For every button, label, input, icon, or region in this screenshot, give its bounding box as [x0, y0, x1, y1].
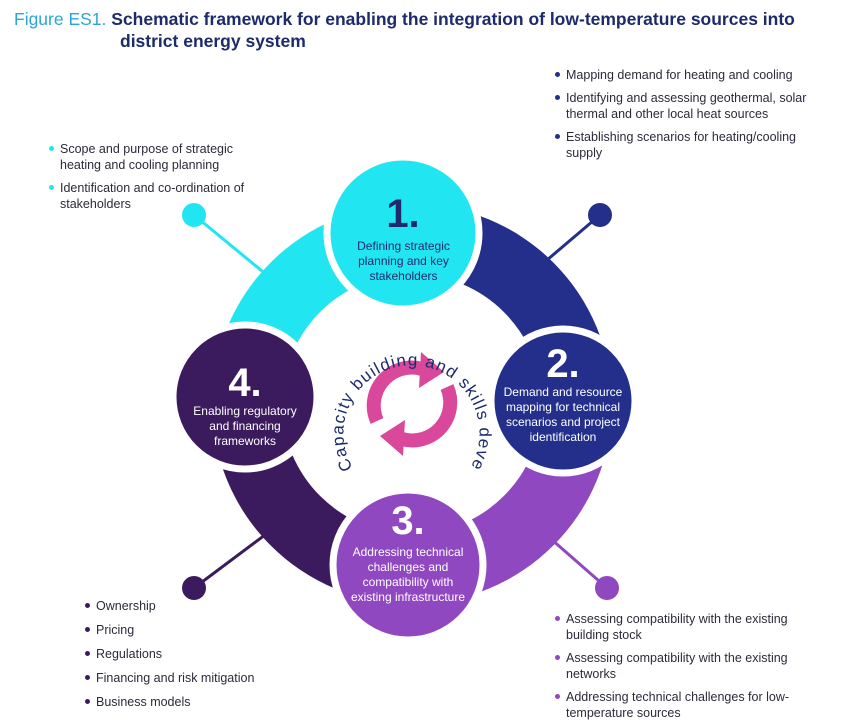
step-circle-2	[487, 325, 639, 477]
step-circle-4	[169, 321, 321, 473]
step-number-2: 2.	[546, 342, 580, 386]
step-circle-1	[323, 153, 483, 313]
step-text-4: Enabling regulatory and financing framew…	[193, 404, 297, 448]
list-item: Assessing compatibility with the existin…	[554, 611, 794, 643]
figure-title-line2: district energy system	[120, 31, 306, 51]
list-item: Establishing scenarios for heating/cooli…	[554, 129, 809, 161]
list-item: Mapping demand for heating and cooling	[554, 67, 809, 83]
list-item: Scope and purpose of strategic heating a…	[48, 141, 258, 173]
figure-title: Figure ES1. Schematic framework for enab…	[14, 8, 844, 52]
cycle-arrows-icon	[366, 360, 458, 448]
list-item: Regulations	[84, 646, 294, 662]
step-text-2: Demand and resource mapping for technica…	[503, 385, 623, 444]
figure-title-line1: Schematic framework for enabling the int…	[111, 9, 795, 29]
connector-dot-3	[595, 576, 619, 600]
step-number-4: 4.	[228, 361, 262, 405]
cycle-arrowheads	[380, 352, 444, 456]
list-item: Pricing	[84, 622, 294, 638]
connector-dot-1	[182, 203, 206, 227]
list-item: Identification and co-ordination of stak…	[48, 180, 258, 212]
connector-dot-4	[182, 576, 206, 600]
list-item: Addressing technical challenges for low-…	[554, 689, 794, 721]
step-text-1: Defining strategic planning and key stak…	[357, 239, 450, 283]
list-item: Financing and risk mitigation	[84, 670, 294, 686]
center-disc	[284, 276, 540, 532]
step-circle-3	[329, 486, 487, 644]
step-number-1: 1.	[386, 192, 420, 236]
step-1-bullets: Scope and purpose of strategic heating a…	[48, 141, 258, 219]
list-item: Identifying and assessing geothermal, so…	[554, 90, 809, 122]
step-4-bullets: Ownership Pricing Regulations Financing …	[84, 598, 294, 718]
list-item: Assessing compatibility with the existin…	[554, 650, 794, 682]
connector-dot-2	[588, 203, 612, 227]
list-item: Ownership	[84, 598, 294, 614]
step-number-3: 3.	[391, 499, 425, 543]
step-3-bullets: Assessing compatibility with the existin…	[554, 611, 794, 728]
step-2-bullets: Mapping demand for heating and cooling I…	[554, 67, 809, 168]
figure-label: Figure ES1.	[14, 9, 107, 29]
list-item: Business models	[84, 694, 294, 710]
step-text-3: Addressing technical challenges and comp…	[350, 545, 466, 604]
